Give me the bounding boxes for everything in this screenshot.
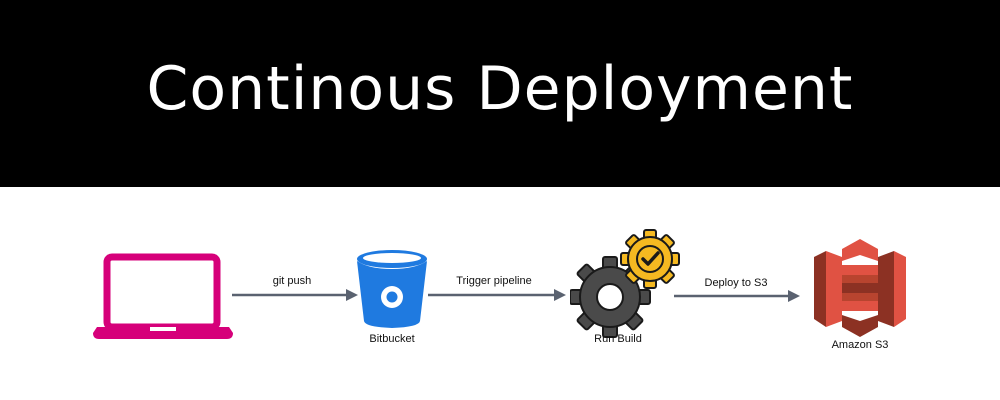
- deploy-to-s3-arrow: [674, 290, 800, 302]
- pipeline-diagram: git push Bitbucket Trigger pipeline: [0, 187, 1000, 400]
- title-banner: Continous Deployment: [0, 0, 1000, 187]
- trigger-pipeline-label: Trigger pipeline: [456, 275, 532, 287]
- trigger-pipeline-arrow: [428, 289, 566, 301]
- bitbucket-icon: [357, 250, 427, 328]
- page-title: Continous Deployment: [146, 53, 854, 124]
- amazon-s3-label: Amazon S3: [831, 339, 889, 351]
- laptop-icon: [93, 253, 233, 339]
- deploy-to-s3-label: Deploy to S3: [704, 277, 768, 289]
- bitbucket-label: Bitbucket: [369, 333, 415, 345]
- amazon-s3-icon: [814, 239, 906, 337]
- gears-icon: [570, 229, 680, 338]
- run-build-label: Run Build: [594, 333, 642, 345]
- git-push-label: git push: [272, 275, 312, 287]
- git-push-arrow: [232, 289, 358, 301]
